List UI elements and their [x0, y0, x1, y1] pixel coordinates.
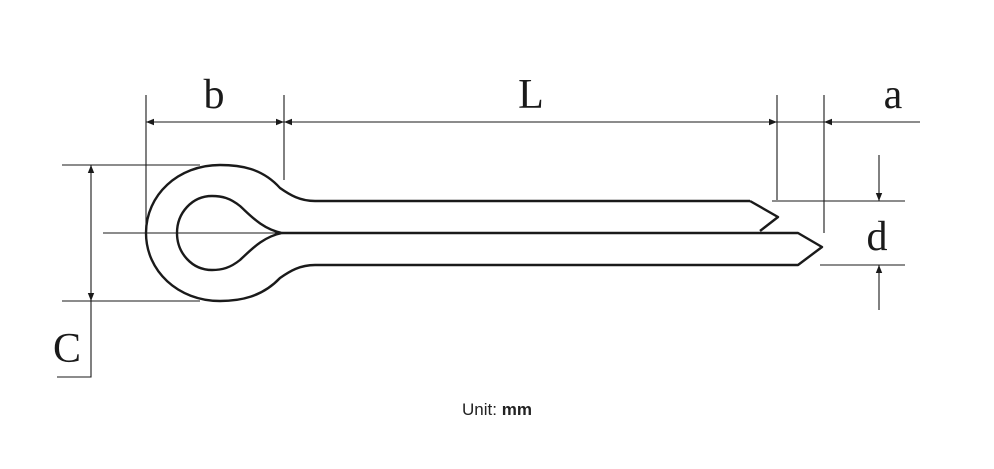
pin-outer-contour — [144, 163, 824, 303]
dim-label-a: a — [884, 72, 903, 118]
pin-upper-tip — [749, 199, 780, 232]
extension-lines — [62, 95, 905, 302]
unit-prefix: Unit: — [462, 400, 497, 419]
dim-leader-c — [57, 301, 92, 378]
dimension-lines — [57, 118, 920, 378]
dim-label-b: b — [204, 72, 225, 118]
dim-label-c: C — [53, 326, 81, 372]
unit-caption: Unit: mm — [0, 400, 994, 420]
dim-label-L: L — [518, 72, 544, 118]
unit-value: mm — [501, 400, 532, 419]
dim-label-d: d — [867, 214, 888, 260]
